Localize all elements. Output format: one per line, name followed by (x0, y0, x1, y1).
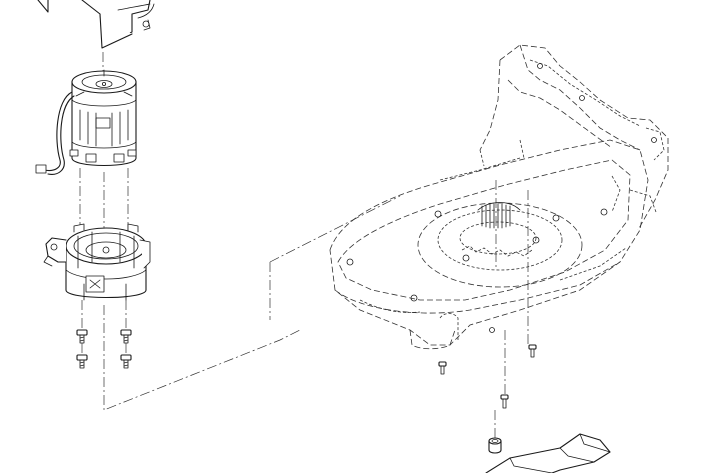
mount-screw (120, 329, 132, 344)
mower-deck (329, 44, 669, 350)
assembly-leader-lines (79, 52, 529, 438)
blade-spacer (488, 437, 502, 454)
cutting-blade (485, 433, 611, 473)
motor-mount-housing (43, 223, 151, 301)
mount-screw (120, 354, 132, 369)
mount-screws (76, 329, 132, 369)
deck-screw (500, 394, 509, 409)
deck-screw (528, 344, 537, 358)
deck-screw (438, 361, 447, 375)
mount-screw (76, 354, 88, 369)
electric-motor (35, 69, 137, 175)
deck-screws (438, 344, 537, 409)
mount-screw (76, 329, 88, 344)
motor-cover (37, 0, 155, 49)
